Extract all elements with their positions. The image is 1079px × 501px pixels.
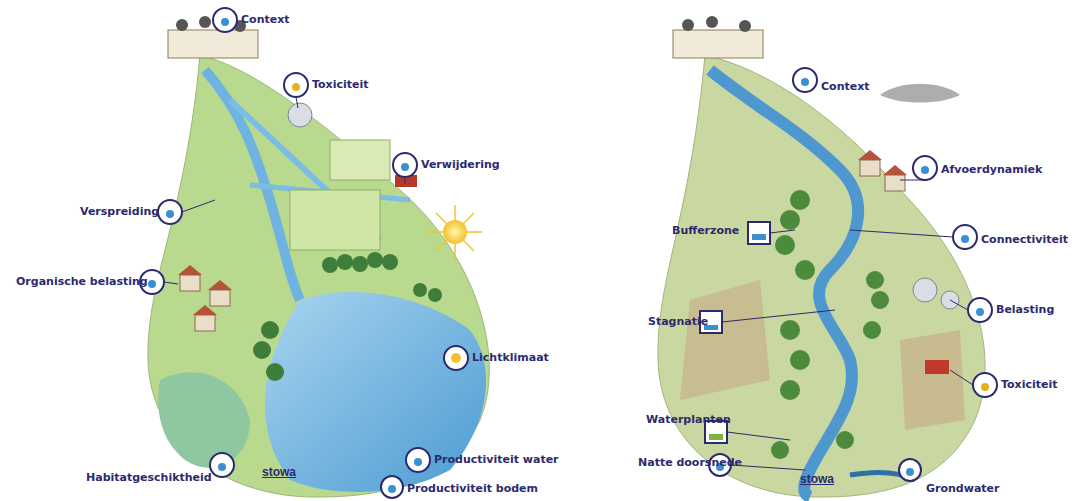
indicator-label: Bufferzone [672, 224, 739, 238]
indicator-label: Natte doorsnede [638, 456, 742, 470]
indicator-label: Toxiciteit [1001, 378, 1058, 392]
indicator-label: Habitatgeschiktheid [86, 471, 212, 485]
indicator-label: Toxiciteit [312, 78, 369, 92]
indicator-label: Verspreiding [80, 205, 159, 219]
indicator-label: Afvoerdynamiek [941, 163, 1042, 177]
sun [428, 205, 482, 260]
indicator-label: Grondwater [926, 482, 999, 496]
leader-lines [164, 97, 973, 470]
indicator-label: Context [241, 13, 290, 27]
left-drop [148, 16, 489, 497]
indicator-label: Stagnatie [648, 315, 708, 329]
indicator-label: Waterplanten [646, 413, 731, 427]
logo-text: stowa [800, 472, 834, 486]
icon-glyphs [148, 18, 989, 493]
indicator-label: Context [821, 80, 870, 94]
indicator-label: Connectiviteit [981, 233, 1068, 247]
indicator-label: Lichtklimaat [472, 351, 549, 365]
indicator-label: Belasting [996, 303, 1054, 317]
logo-text: stowa [262, 465, 296, 479]
indicator-label: Productiviteit bodem [407, 482, 538, 496]
indicator-label: Organische belasting [16, 275, 148, 289]
indicator-label: Verwijdering [421, 158, 500, 172]
indicator-icons [140, 8, 997, 498]
indicator-label: Productiviteit water [434, 453, 559, 467]
